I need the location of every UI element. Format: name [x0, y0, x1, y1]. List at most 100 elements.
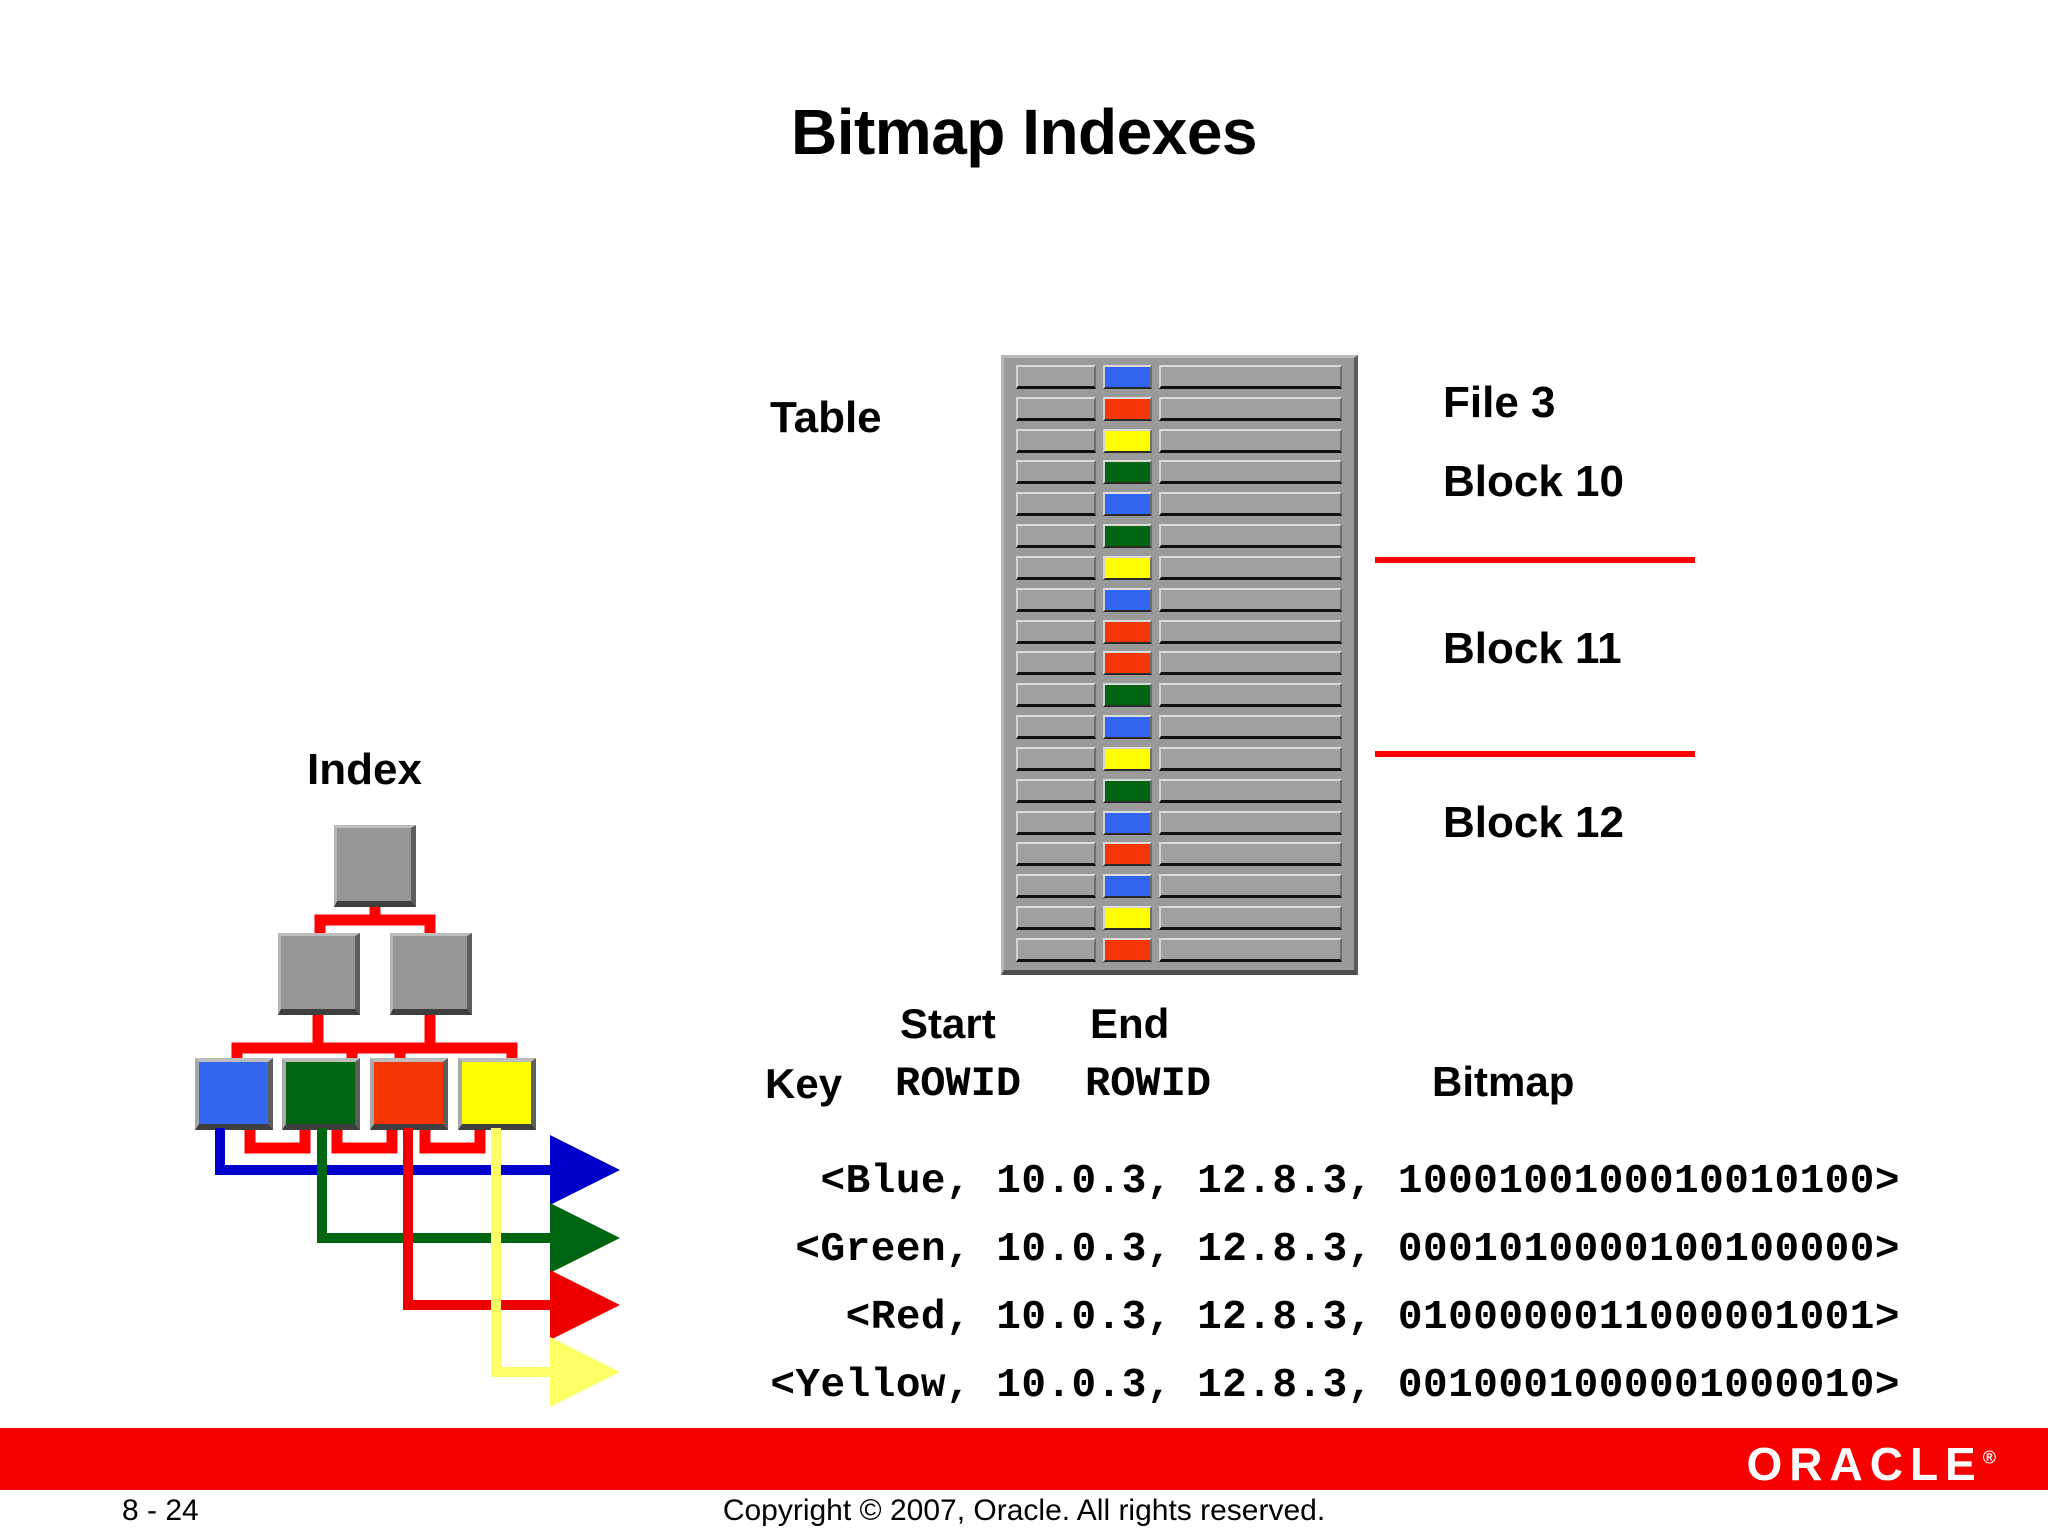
table-cell-color-yellow	[1103, 555, 1152, 580]
table-cell-left	[1016, 874, 1096, 899]
column-header-start: Start	[900, 1000, 996, 1047]
table-cell-right	[1159, 715, 1342, 740]
table-row	[1016, 428, 1342, 453]
table-cell-color-blue	[1103, 810, 1152, 835]
table-cell-left	[1016, 937, 1096, 962]
table-row	[1016, 746, 1342, 771]
column-header-key: Key	[765, 1060, 843, 1107]
table-row	[1016, 587, 1342, 612]
bitmap-index-entries: <Blue, 10.0.3, 12.8.3, 10001001000100101…	[600, 1148, 1900, 1420]
table-cell-left	[1016, 619, 1096, 644]
table-cell-left	[1016, 810, 1096, 835]
table-cell-right	[1159, 906, 1342, 931]
column-header-end-rowid: ROWID	[1085, 1060, 1212, 1108]
index-branch-node-left	[278, 933, 360, 1015]
table-cell-color-green	[1103, 778, 1152, 803]
table-label: Table	[770, 393, 882, 442]
table-block-graphic	[1001, 355, 1358, 975]
table-row	[1016, 715, 1342, 740]
table-cell-color-green	[1103, 460, 1152, 485]
table-row	[1016, 555, 1342, 580]
table-cell-right	[1159, 874, 1342, 899]
table-row	[1016, 842, 1342, 867]
table-cell-left	[1016, 715, 1096, 740]
index-leaf-green	[282, 1058, 360, 1130]
table-cell-color-yellow	[1103, 906, 1152, 931]
table-cell-color-red	[1103, 937, 1152, 962]
table-cell-color-blue	[1103, 874, 1152, 899]
column-header-start-rowid: ROWID	[895, 1060, 1022, 1108]
table-cell-color-red	[1103, 842, 1152, 867]
table-cell-right	[1159, 778, 1342, 803]
block-divider-11-12	[1375, 751, 1695, 757]
table-cell-right	[1159, 428, 1342, 453]
table-cell-color-green	[1103, 683, 1152, 708]
index-branch-node-right	[390, 933, 472, 1015]
table-row	[1016, 619, 1342, 644]
index-entry-row: <Yellow, 10.0.3, 12.8.3, 001000100000100…	[770, 1363, 1900, 1409]
table-cell-left	[1016, 651, 1096, 676]
block-12-label: Block 12	[1443, 798, 1624, 847]
table-cell-left	[1016, 428, 1096, 453]
table-cell-right	[1159, 651, 1342, 676]
table-cell-right	[1159, 460, 1342, 485]
table-cell-right	[1159, 842, 1342, 867]
table-cell-right	[1159, 587, 1342, 612]
table-cell-left	[1016, 746, 1096, 771]
table-cell-color-red	[1103, 651, 1152, 676]
table-cell-left	[1016, 365, 1096, 389]
index-leaf-red	[370, 1058, 448, 1130]
index-entry-row: <Red, 10.0.3, 12.8.3, 010000001100000100…	[845, 1295, 1900, 1341]
table-cell-right	[1159, 555, 1342, 580]
index-leaf-yellow	[458, 1058, 536, 1130]
table-row	[1016, 524, 1342, 549]
column-header-bitmap: Bitmap	[1432, 1058, 1575, 1105]
table-row	[1016, 365, 1342, 389]
block-divider-10-11	[1375, 557, 1695, 563]
table-cell-color-blue	[1103, 365, 1152, 389]
registered-mark: ®	[1982, 1447, 1996, 1468]
oracle-logo: ORACLE®	[1747, 1437, 1997, 1491]
table-cell-right	[1159, 683, 1342, 708]
table-cell-left	[1016, 587, 1096, 612]
table-cell-right	[1159, 365, 1342, 389]
table-row	[1016, 651, 1342, 676]
index-leaf-blue	[195, 1058, 273, 1130]
table-cell-color-blue	[1103, 587, 1152, 612]
table-cell-right	[1159, 619, 1342, 644]
index-entry-row: <Green, 10.0.3, 12.8.3, 0001010000100100…	[795, 1227, 1900, 1273]
table-cell-right	[1159, 937, 1342, 962]
table-row	[1016, 906, 1342, 931]
table-row	[1016, 492, 1342, 517]
oracle-logo-text: ORACLE	[1746, 1438, 1983, 1490]
table-cell-right	[1159, 492, 1342, 517]
table-row	[1016, 460, 1342, 485]
table-cell-left	[1016, 683, 1096, 708]
table-cell-right	[1159, 524, 1342, 549]
table-cell-color-yellow	[1103, 746, 1152, 771]
table-cell-color-red	[1103, 396, 1152, 421]
table-cell-right	[1159, 396, 1342, 421]
page-number: 8 - 24	[122, 1494, 199, 1527]
table-cell-right	[1159, 810, 1342, 835]
block-11-label: Block 11	[1443, 624, 1622, 673]
page-title: Bitmap Indexes	[790, 96, 1258, 168]
table-cell-left	[1016, 460, 1096, 485]
table-row	[1016, 396, 1342, 421]
table-cell-color-yellow	[1103, 428, 1152, 453]
footer-bar	[0, 1428, 2048, 1490]
table-cell-left	[1016, 778, 1096, 803]
table-cell-left	[1016, 906, 1096, 931]
table-row	[1016, 778, 1342, 803]
index-root-node	[334, 825, 416, 907]
index-label: Index	[307, 745, 422, 794]
file-label: File 3	[1443, 378, 1556, 427]
table-cell-color-blue	[1103, 715, 1152, 740]
index-entry-row: <Blue, 10.0.3, 12.8.3, 10001001000100101…	[820, 1159, 1900, 1205]
table-cell-color-blue	[1103, 492, 1152, 517]
table-row	[1016, 937, 1342, 962]
table-row	[1016, 874, 1342, 899]
table-cell-color-red	[1103, 619, 1152, 644]
table-cell-color-green	[1103, 524, 1152, 549]
table-cell-left	[1016, 842, 1096, 867]
